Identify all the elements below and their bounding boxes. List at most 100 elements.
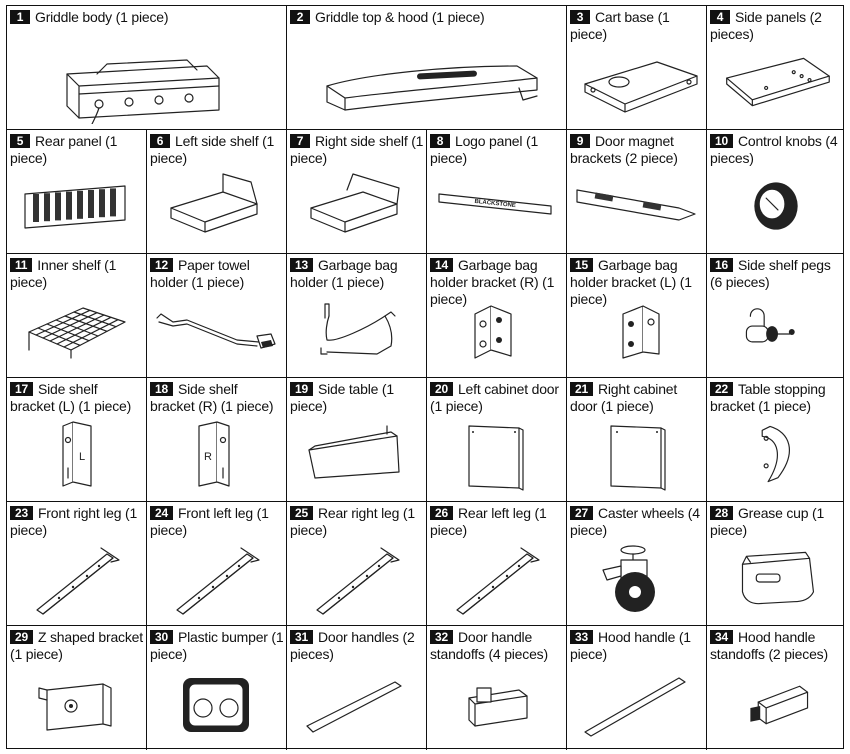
part-number-badge: 17 [10,382,33,396]
grid-divider [286,6,287,130]
plastic-bumper-icon [147,664,287,744]
grid-divider [146,254,147,378]
front-right-leg-icon [7,540,147,620]
part-number-badge: 34 [710,630,733,644]
part-number-badge: 33 [570,630,593,644]
part-number-badge: 18 [150,382,173,396]
door-handle-standoff-icon [427,664,567,744]
part-number-badge: 29 [10,630,33,644]
griddle-body-icon [7,44,287,124]
garbage-bag-bracket-left-icon [567,292,707,372]
grid-divider [146,502,147,626]
part-number-badge: 2 [290,10,310,24]
grid-divider [706,130,707,254]
part-description: Side shelf bracket (L) (1 piece) [10,381,132,414]
grid-divider [146,626,147,750]
part-description: Garbage bag holder bracket (L) (1 piece) [570,257,692,307]
part-number-badge: 6 [150,134,170,148]
part-description: Front right leg (1 piece) [10,505,138,538]
rear-right-leg-icon [287,540,427,620]
grid-divider [566,378,567,502]
svg-text:L: L [79,451,85,463]
grid-divider [706,626,707,750]
part-cell-2: 2 Griddle top & hood (1 piece) [286,6,567,130]
part-number-badge: 14 [430,258,453,272]
grid-divider [566,6,567,130]
cart-base-icon [567,44,707,124]
left-cabinet-door-icon [427,416,567,496]
part-description: Control knobs (4 pieces) [710,133,838,166]
hood-handle-icon [567,664,707,744]
grid-divider [7,377,843,378]
z-shaped-bracket-icon [7,664,147,744]
grid-divider [286,502,287,626]
part-number-badge: 20 [430,382,453,396]
grid-divider [706,6,707,130]
part-number-badge: 21 [570,382,593,396]
part-description: Paper towel holder (1 piece) [150,257,250,290]
grid-divider [566,626,567,750]
part-description: Griddle top & hood (1 piece) [315,9,485,25]
grid-divider [7,129,843,130]
side-table-icon [287,416,427,496]
svg-text:R: R [204,451,212,463]
side-shelf-bracket-right-icon: R [147,416,287,496]
grid-divider [566,502,567,626]
part-description: Side panels (2 pieces) [710,9,822,42]
part-description: Garbage bag holder (1 piece) [290,257,398,290]
part-description: Door handle standoffs (4 pieces) [430,629,548,662]
caster-wheel-icon [567,540,707,620]
garbage-bag-bracket-right-icon [427,292,567,372]
grid-divider [286,626,287,750]
part-number-badge: 5 [10,134,30,148]
part-description: Table stopping bracket (1 piece) [710,381,826,414]
part-description: Garbage bag holder bracket (R) (1 piece) [430,257,555,307]
part-description: Door handles (2 pieces) [290,629,415,662]
right-side-shelf-icon [287,168,427,248]
svg-text:BLACKSTONE: BLACKSTONE [474,199,516,209]
grid-divider [426,254,427,378]
part-description: Side table (1 piece) [290,381,394,414]
table-stopping-bracket-icon [707,416,845,496]
part-number-badge: 4 [710,10,730,24]
side-panels-icon [707,44,845,124]
left-side-shelf-icon [147,168,287,248]
part-description: Left side shelf (1 piece) [150,133,275,166]
grid-divider [706,502,707,626]
